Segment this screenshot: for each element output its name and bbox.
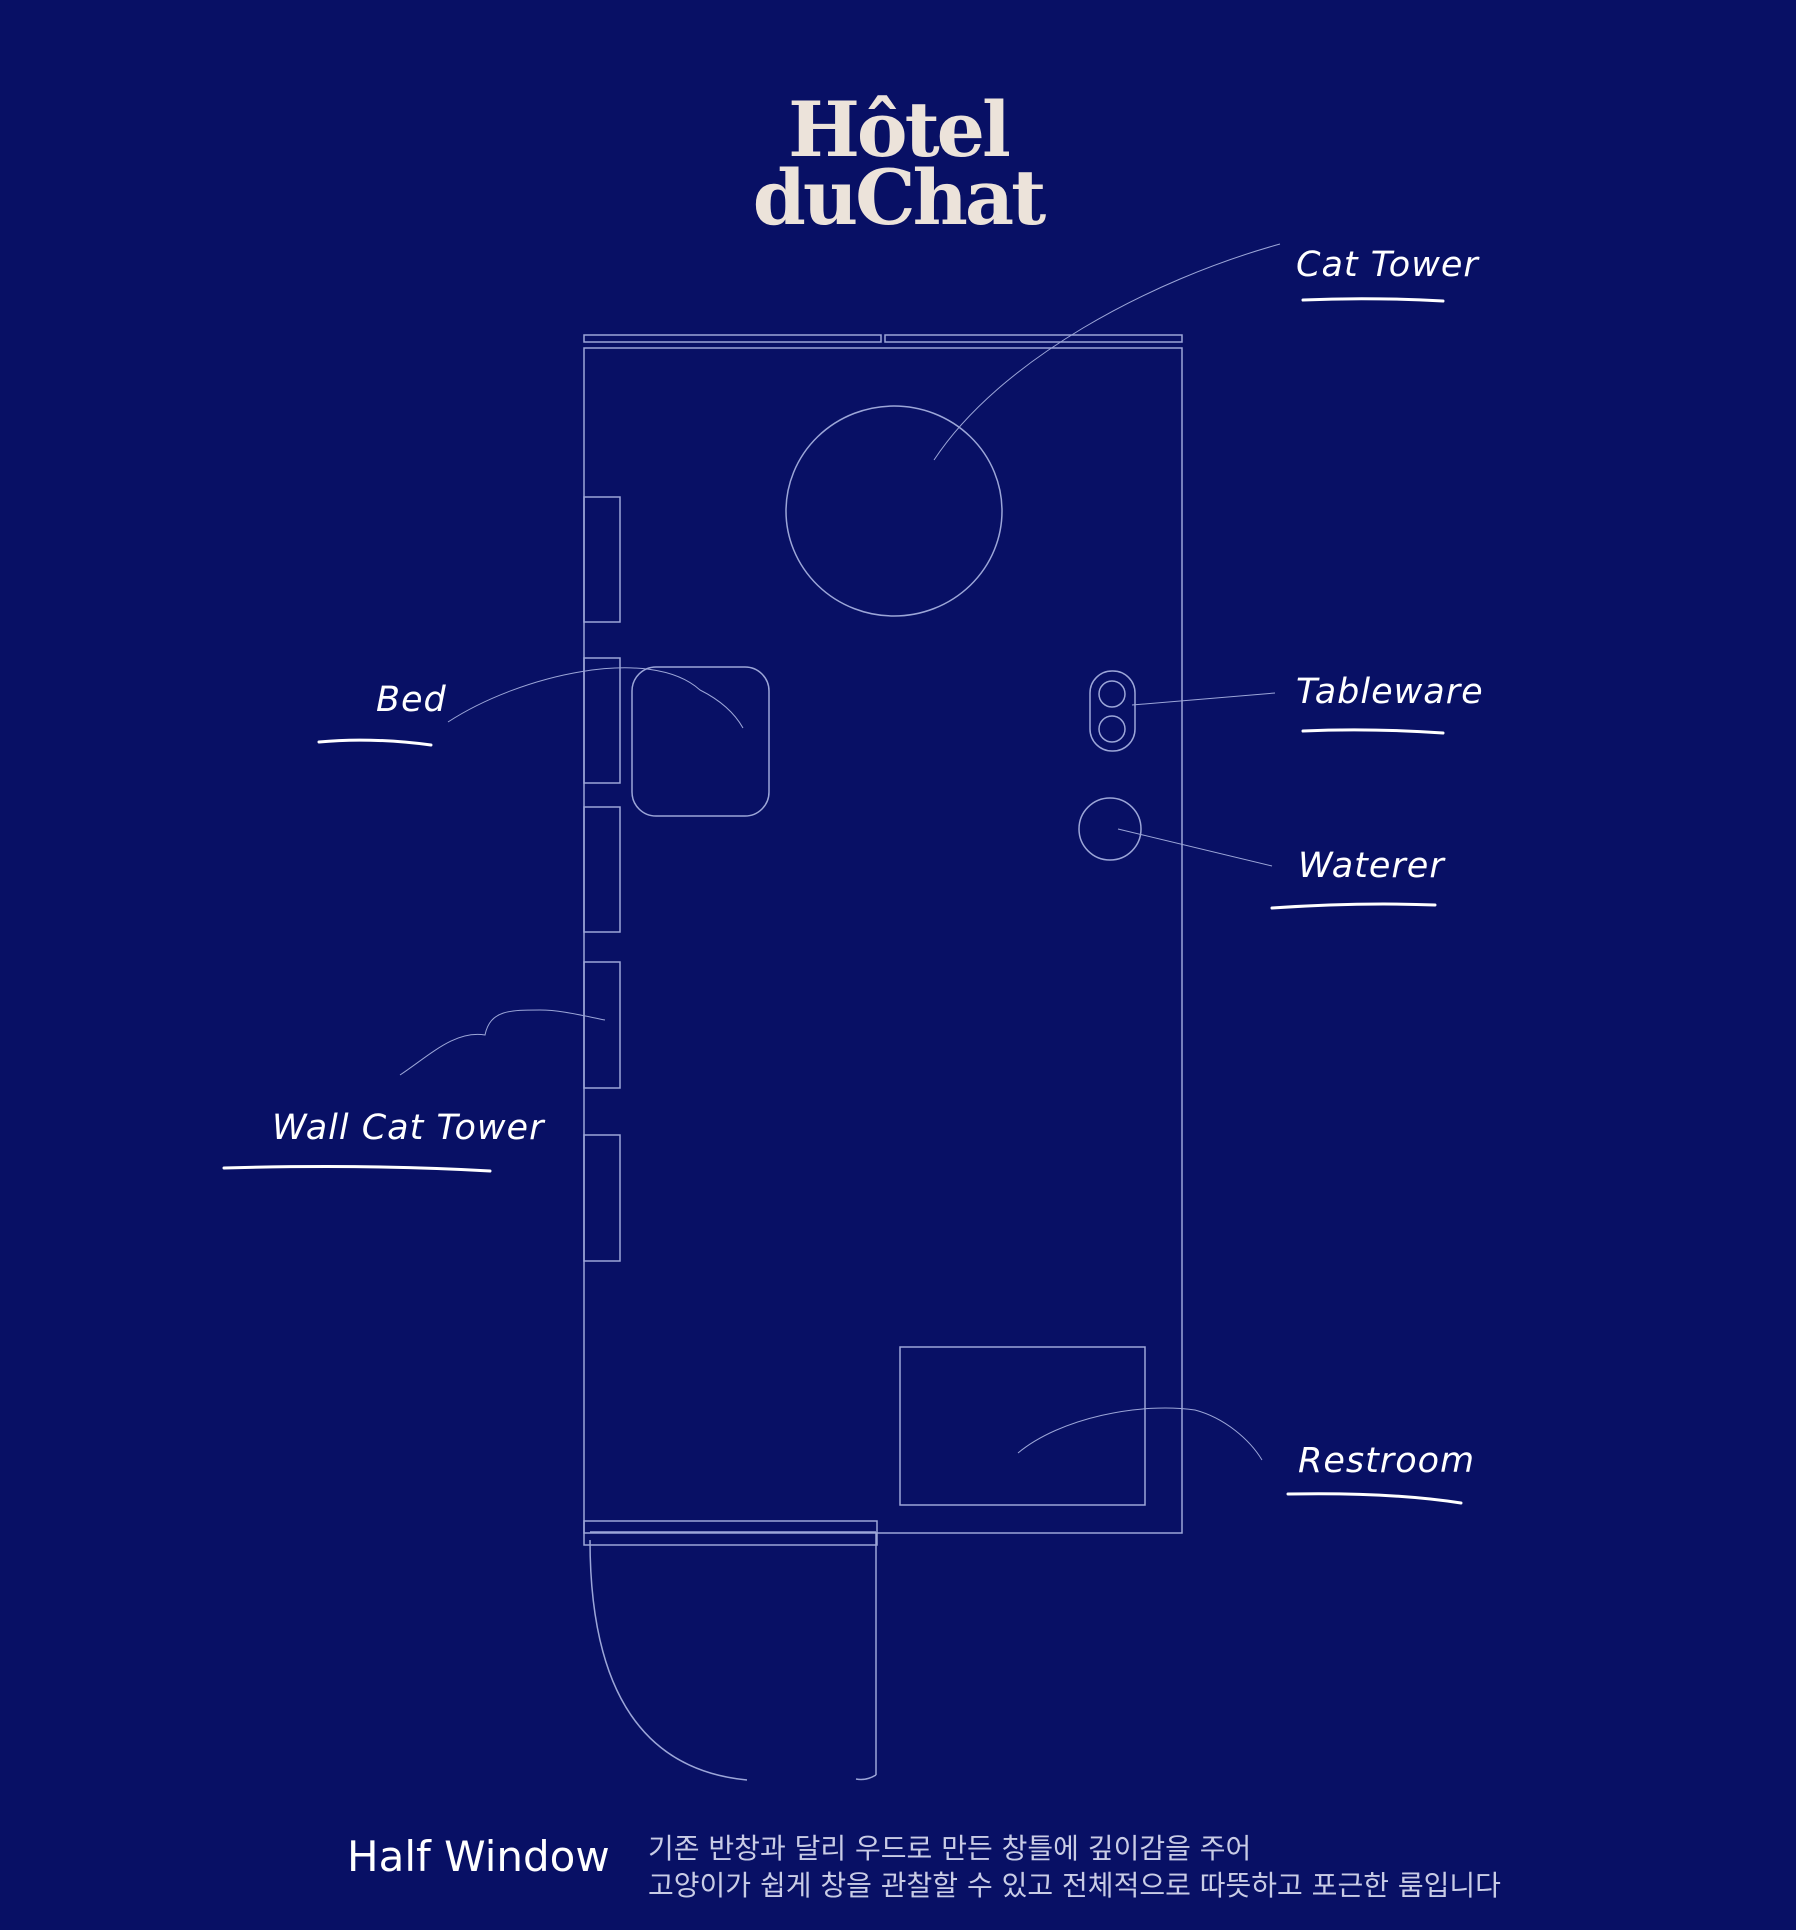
door-frame <box>583 1520 878 1546</box>
bowl-top <box>1098 680 1126 708</box>
tableware-shape <box>1089 670 1136 752</box>
wall-panel <box>583 806 621 933</box>
room-outline <box>583 347 1183 1534</box>
cat-tower-shape <box>785 405 1003 617</box>
underline-bed <box>317 738 433 747</box>
logo-hotel: Hôtel <box>788 85 1011 174</box>
underline-tableware <box>1301 728 1445 735</box>
leader-waterer <box>1117 828 1273 867</box>
door-tip <box>855 1774 877 1781</box>
restroom-shape <box>899 1346 1146 1506</box>
label-waterer: Waterer <box>1298 846 1445 886</box>
label-restroom: Restroom <box>1298 1441 1476 1481</box>
bed-shape <box>631 666 770 817</box>
top-window-left <box>583 334 882 343</box>
leader-tableware <box>1131 692 1276 706</box>
door-swing-arc <box>589 1539 748 1781</box>
leader-cat-tower <box>933 243 1281 461</box>
wall-panel <box>583 961 621 1089</box>
room-description-line1: 기존 반창과 달리 우드로 만든 창틀에 깊이감을 주어 <box>648 1832 1252 1865</box>
underline-restroom <box>1286 1492 1463 1505</box>
waterer-shape <box>1078 797 1142 861</box>
label-bed: Bed <box>376 680 447 720</box>
underline-wall-cat-tower <box>222 1165 492 1173</box>
underline-cat-tower <box>1301 297 1445 303</box>
room-name: Half Window <box>347 1832 610 1881</box>
label-tableware: Tableware <box>1296 672 1484 712</box>
logo-du-chat: duChat <box>752 153 1047 242</box>
leader-bed <box>447 667 744 729</box>
label-cat-tower: Cat Tower <box>1296 245 1479 285</box>
label-wall-cat-tower: Wall Cat Tower <box>272 1108 545 1148</box>
underline-waterer <box>1270 902 1437 910</box>
bowl-bottom <box>1098 715 1126 743</box>
leader-wall-cat-tower <box>399 1009 606 1076</box>
top-window-right <box>884 334 1183 343</box>
leader-restroom <box>1017 1407 1263 1461</box>
room-description-line2: 고양이가 쉽게 창을 관찰할 수 있고 전체적으로 따뜻하고 포근한 룸입니다 <box>648 1869 1501 1902</box>
wall-panel <box>583 496 621 623</box>
wall-panel <box>583 657 621 784</box>
wall-panel <box>583 1134 621 1262</box>
